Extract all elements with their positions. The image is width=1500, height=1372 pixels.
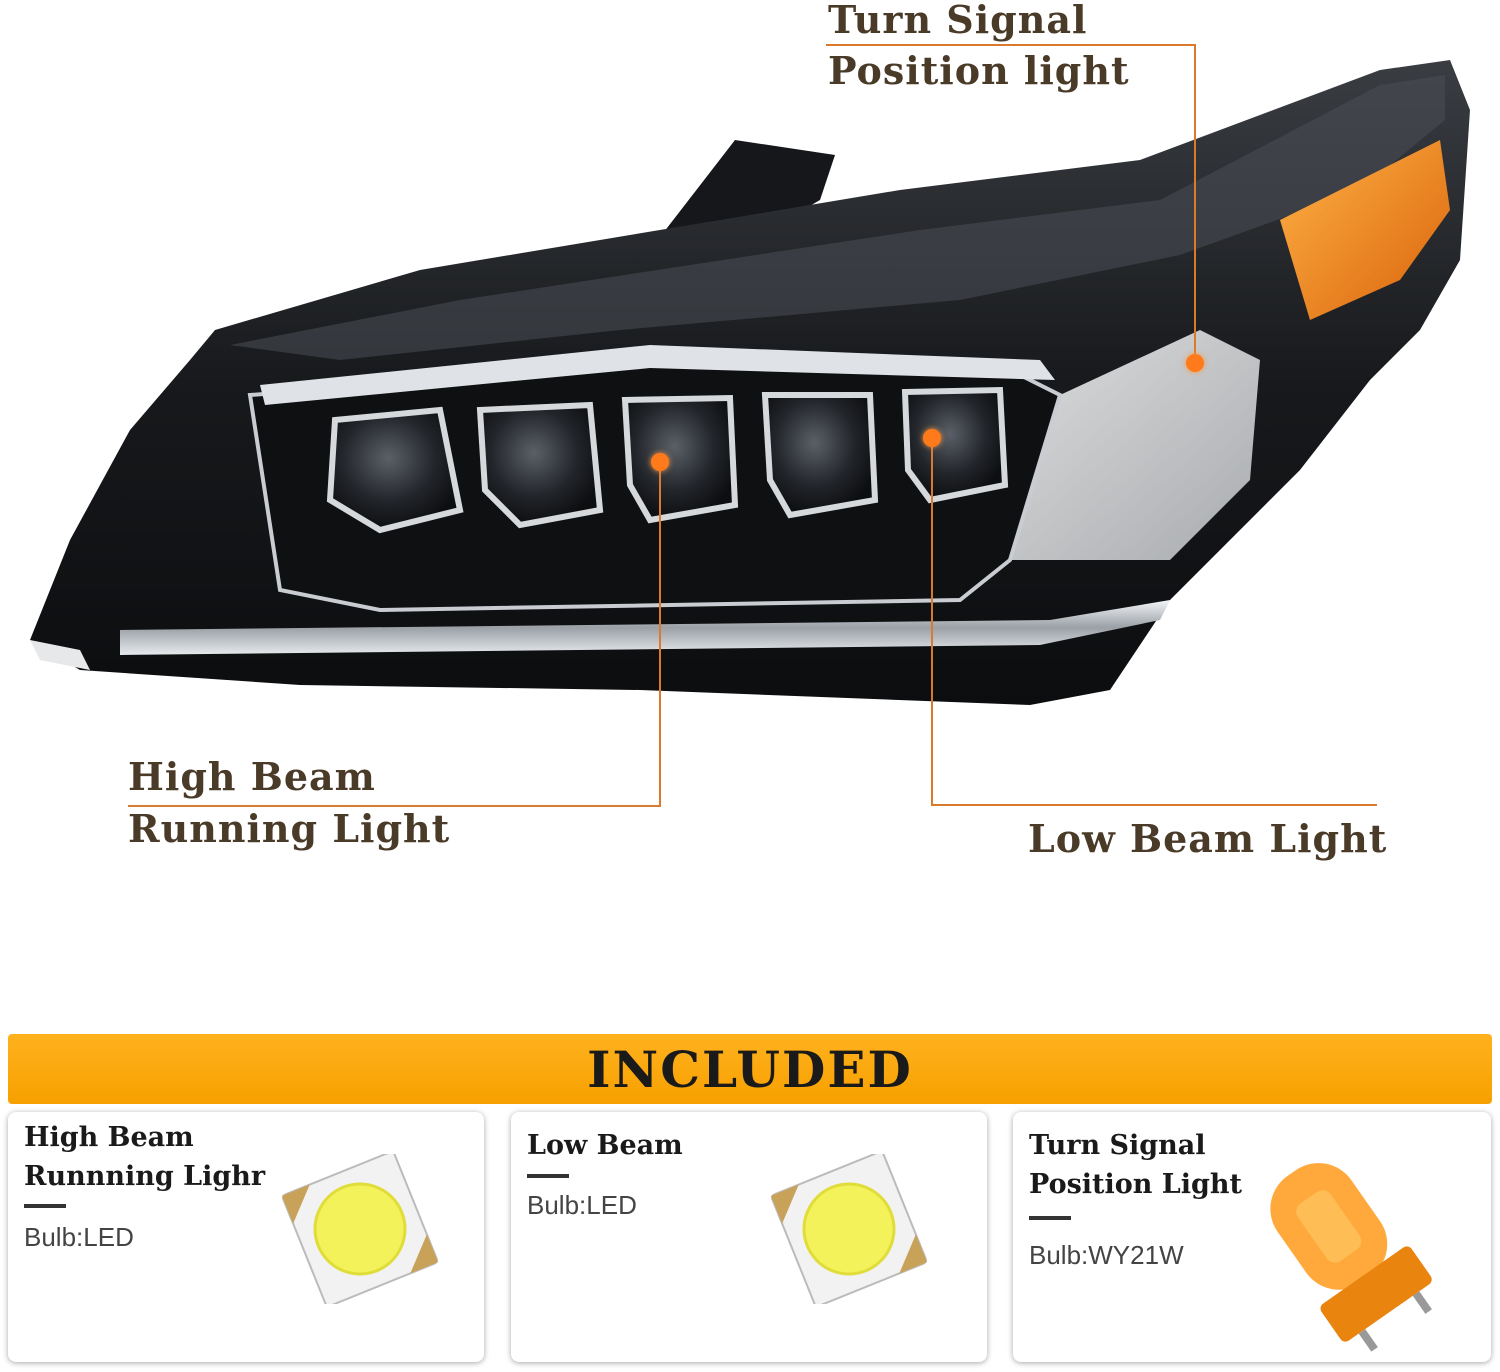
card-rule — [1029, 1216, 1071, 1220]
card-title-line2: Position Light — [1029, 1169, 1243, 1200]
card-title-line1: High Beam — [24, 1122, 194, 1153]
included-banner-text: INCLUDED — [587, 1039, 913, 1099]
card-bulb-spec: Bulb:LED — [24, 1222, 134, 1252]
led-chip-icon — [770, 1154, 928, 1304]
amber-wedge-bulb-icon — [1270, 1163, 1432, 1352]
turn-signal-marker-dot — [1186, 354, 1204, 372]
high-beam-callout-line-v — [659, 462, 661, 807]
card-title-line1: Low Beam — [527, 1130, 683, 1161]
included-card-high-beam: High Beam Runnning Lighr Bulb:LED — [8, 1112, 484, 1362]
turn-signal-callout-line-v — [1194, 44, 1196, 362]
card-bulb-spec: Bulb:WY21W — [1029, 1240, 1184, 1270]
card-rule — [24, 1204, 66, 1208]
included-card-low-beam: Low Beam Bulb:LED — [511, 1112, 987, 1362]
low-beam-label: Low Beam Light — [1028, 816, 1388, 861]
high-beam-callout-line-h — [128, 805, 661, 807]
high-beam-marker-dot — [651, 453, 669, 471]
high-beam-label-line1: High Beam — [128, 754, 376, 799]
low-beam-marker-dot — [923, 429, 941, 447]
low-beam-callout-line-v — [931, 438, 933, 806]
card-bulb-spec: Bulb:LED — [527, 1190, 637, 1220]
headlight-assembly-image — [30, 60, 1470, 705]
card-title-line2: Runnning Lighr — [24, 1161, 266, 1192]
turn-signal-callout-line-h — [826, 44, 1196, 46]
turn-signal-label-line2: Position light — [828, 48, 1130, 93]
turn-signal-label-line1: Turn Signal — [828, 0, 1088, 42]
included-banner: INCLUDED — [8, 1034, 1492, 1104]
included-card-turn-signal: Turn Signal Position Light Bulb:WY21W — [1013, 1112, 1491, 1362]
card-rule — [527, 1174, 569, 1178]
card-title-line1: Turn Signal — [1029, 1130, 1206, 1161]
low-beam-callout-line-h — [931, 804, 1377, 806]
high-beam-label-line2: Running Light — [128, 806, 451, 851]
led-chip-icon — [281, 1154, 439, 1304]
